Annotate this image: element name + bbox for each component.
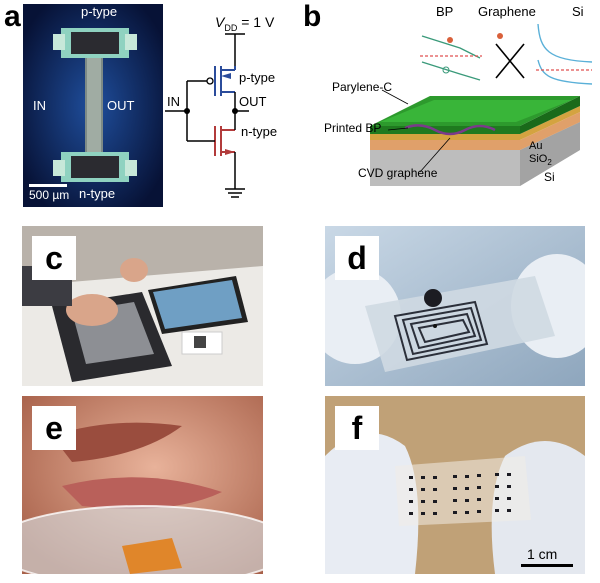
circuit-p-type-label: p-type [239,70,276,85]
layer-label-printed-bp: Printed BP [324,121,382,135]
panel-b-letter: b [303,0,322,33]
layer-label-parylene: Parylene-C [332,80,393,94]
circuit-vdd-label: VDD = 1 V [215,14,275,33]
band-label-graphene: Graphene [478,4,536,19]
circuit-out-label: OUT [239,94,267,109]
panel-c-letter: c [32,236,76,280]
inverter-circuit: VDD = 1 V p-type n-type IN OUT [163,4,293,207]
panel-d-photo: d [325,226,585,386]
micrograph-in-label: IN [33,98,46,113]
layer-label-sio2: SiO2 [529,153,552,168]
panel-a-letter: a [4,0,21,33]
micrograph-scale-label: 500 µm [29,188,70,202]
panel-a-micrograph: p-type n-type IN OUT 500 µm [23,4,163,207]
micrograph-n-type-label: n-type [79,186,116,201]
circuit-in-label: IN [167,94,180,109]
band-label-bp: BP [436,4,454,19]
layer-label-au: Au [529,140,543,152]
layer-label-cvd-graphene: CVD graphene [358,166,438,180]
panel-c-photo: c [22,226,263,386]
panel-e-letter: e [32,406,76,450]
panel-e-photo: e [22,396,263,574]
circuit-n-type-label: n-type [241,124,278,139]
device-schematic: BP Graphene Si Parylene-C Printed BP CVD… [310,0,600,210]
panel-f-scale-label: 1 cm [527,546,558,562]
panel-f-letter: f [335,406,379,450]
panel-d-letter: d [335,236,379,280]
micrograph-out-label: OUT [107,98,135,113]
layer-label-si: Si [544,170,555,184]
band-label-si: Si [572,4,584,19]
panel-f-photo: f 1 cm [325,396,585,574]
micrograph-p-type-label: p-type [81,4,118,19]
